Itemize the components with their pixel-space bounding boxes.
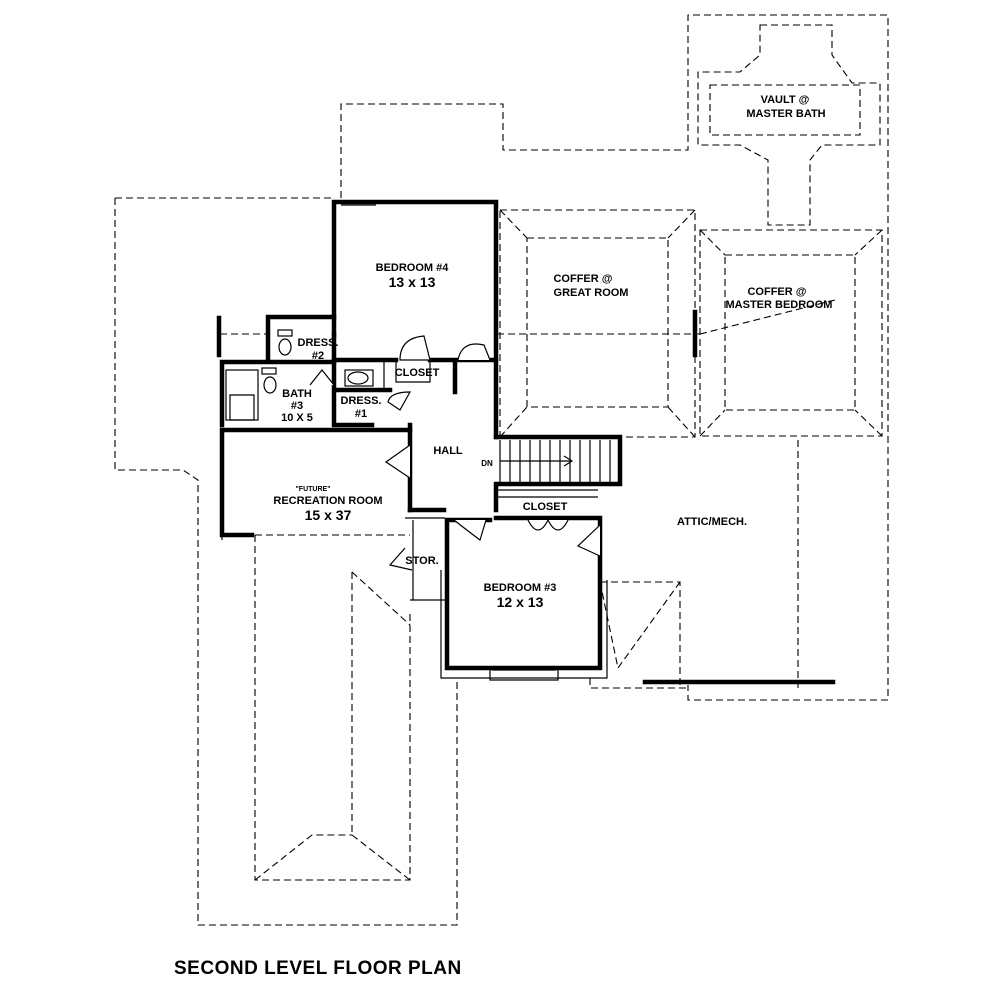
attic-mech-label: ATTIC/MECH. [677, 516, 747, 528]
bedroom4-name: BEDROOM #4 [376, 262, 450, 274]
bath3-name: BATH [282, 388, 312, 400]
dress2-number: #2 [312, 350, 324, 362]
coffer-master-bedroom-outline [699, 229, 883, 437]
hall-label: HALL [433, 445, 463, 457]
recreation-size: 15 x 37 [305, 507, 352, 523]
storage-label: STOR. [405, 555, 438, 567]
closet-lower-label: CLOSET [523, 501, 568, 513]
doors [309, 335, 601, 571]
dress1-name: DRESS. [341, 395, 382, 407]
fixtures [225, 329, 374, 421]
vault-master-bath-outline [697, 24, 881, 226]
coffer-great-room-outline [499, 209, 696, 438]
coffer-master-line1: COFFER @ [747, 286, 806, 298]
coffer-master-line2: MASTER BEDROOM [726, 299, 833, 311]
bedroom3-name: BEDROOM #3 [484, 582, 557, 594]
toilet-icon [263, 376, 277, 394]
wall-details [221, 201, 608, 681]
staircase [499, 440, 611, 484]
vault-line1: VAULT @ [761, 94, 810, 106]
recreation-prefix: "FUTURE" [295, 486, 330, 493]
roof-outline [114, 14, 889, 926]
bedroom3-size: 12 x 13 [497, 594, 544, 610]
sink-icon [347, 371, 369, 385]
coffer-great-line1: COFFER @ [553, 273, 612, 285]
recreation-name: RECREATION ROOM [273, 495, 382, 507]
bedroom4-size: 13 x 13 [389, 274, 436, 290]
dress2-name: DRESS. [298, 337, 339, 349]
closet-upper-label: CLOSET [395, 367, 440, 379]
walls [216, 199, 836, 685]
vault-line2: MASTER BATH [746, 108, 825, 120]
dress1-number: #1 [355, 408, 367, 420]
bath3-size: 10 X 5 [281, 412, 313, 424]
plan-title: SECOND LEVEL FLOOR PLAN [174, 958, 462, 979]
stair-direction-label: DN [481, 459, 493, 468]
coffer-great-line2: GREAT ROOM [554, 287, 629, 299]
toilet-icon [278, 338, 292, 356]
bath3-number: #3 [291, 400, 303, 412]
bathtub-icon [225, 369, 259, 421]
